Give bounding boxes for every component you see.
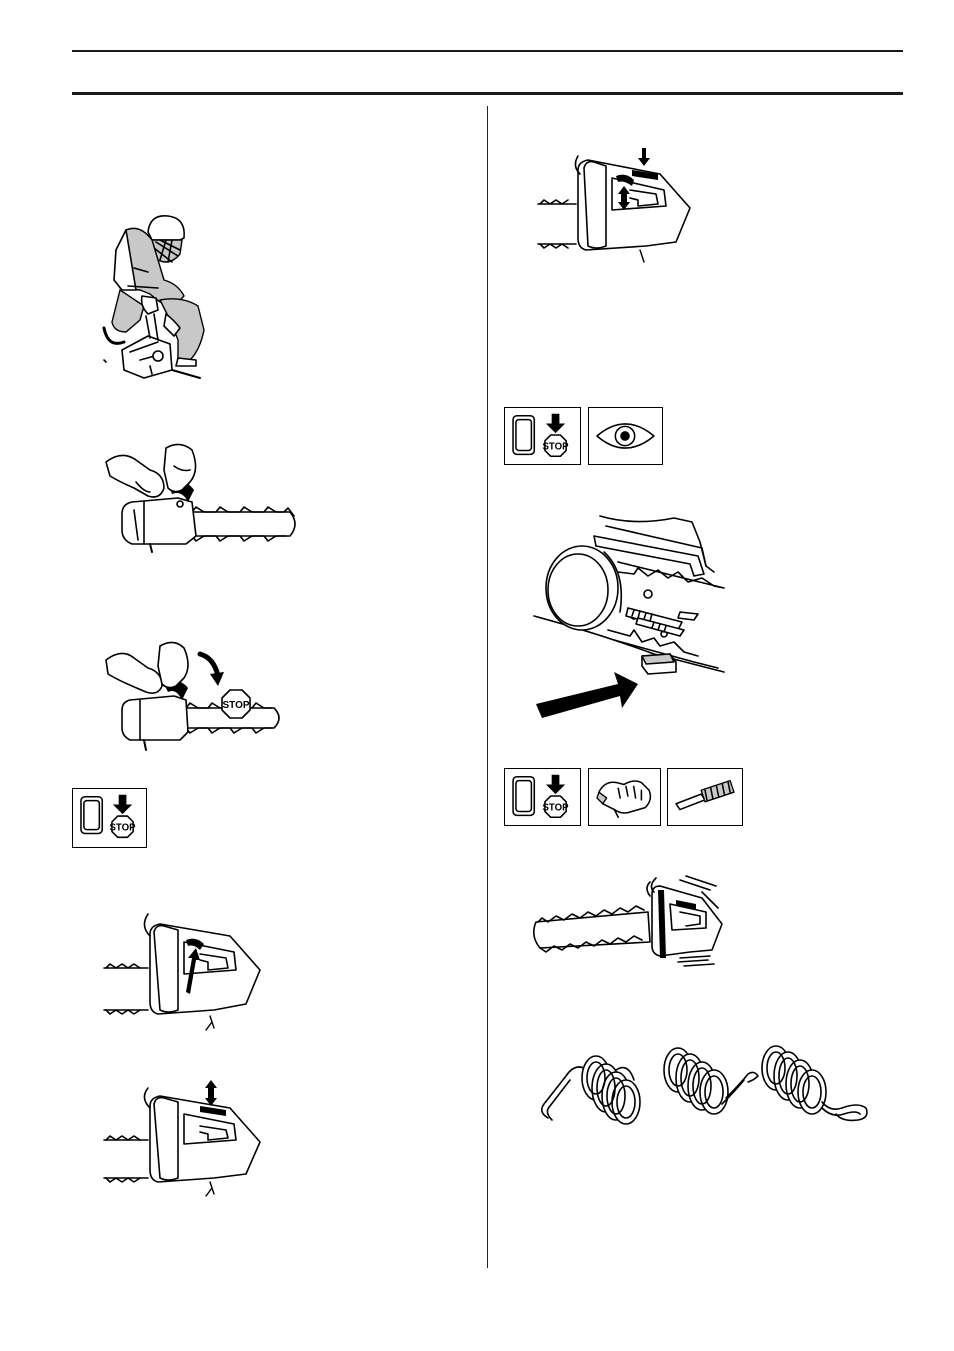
column-divider (487, 106, 488, 1268)
header-rule-bottom (72, 92, 903, 95)
brush-icon (668, 769, 742, 825)
spring-left (542, 1056, 640, 1124)
throttle-lockout-check-illustration (536, 146, 696, 266)
arrow-down-icon (546, 775, 565, 794)
eye-inspect-symbol (588, 407, 663, 465)
stop-switch-symbol: STOP (504, 768, 581, 826)
stop-symbol-label: STOP (109, 823, 136, 834)
eye-icon (589, 408, 662, 464)
stop-switch-symbol: STOP (504, 407, 581, 465)
operator-kneeling-illustration (100, 210, 210, 380)
glove-symbol (588, 768, 661, 826)
glove-icon (589, 769, 660, 825)
stop-sign-label: STOP (222, 700, 249, 711)
brush-symbol (667, 768, 743, 826)
spring-middle (664, 1048, 758, 1114)
damping-springs-illustration (536, 1040, 870, 1132)
chain-brake-handle-illustration (104, 440, 300, 552)
vibration-damping-illustration (530, 872, 726, 972)
arrow-down-icon (546, 414, 565, 433)
throttle-lockout-released-illustration (104, 1078, 264, 1196)
chain-catcher-illustration (534, 512, 734, 722)
arrow-down-icon (113, 795, 132, 814)
stop-symbol-label: STOP (542, 803, 569, 814)
throttle-lockout-pressed-illustration (104, 912, 264, 1030)
chain-brake-stop-illustration: STOP (104, 640, 284, 750)
spring-right (762, 1046, 867, 1120)
header-rule-top (72, 50, 903, 52)
stop-symbol-label: STOP (542, 442, 569, 453)
stop-switch-symbol: STOP (72, 788, 147, 848)
